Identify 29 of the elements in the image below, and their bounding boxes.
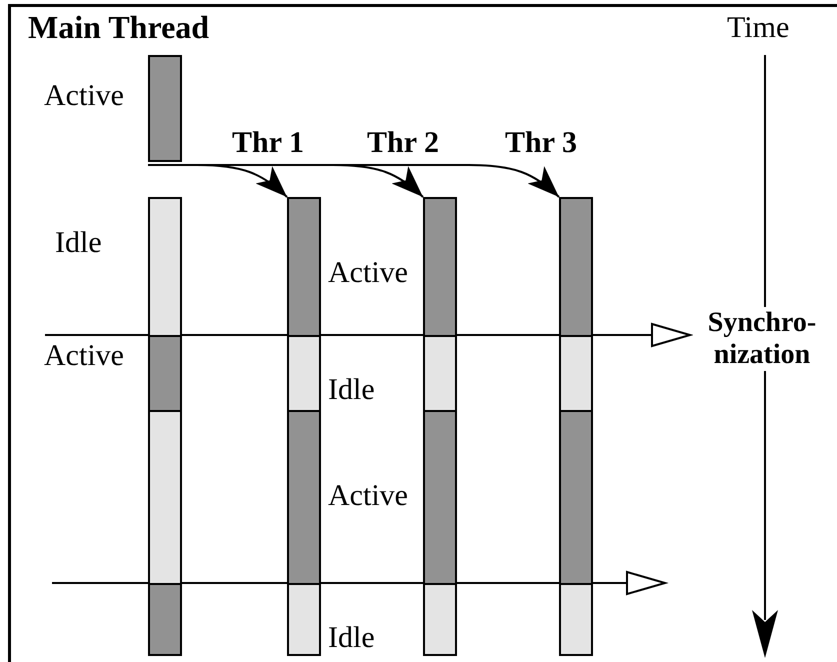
active-bar <box>423 197 457 337</box>
active-bar <box>148 583 182 656</box>
thread-label: Thr 2 <box>367 128 439 158</box>
heading: Main Thread <box>28 11 210 43</box>
state-label: Active <box>44 81 124 111</box>
state-label: Active <box>44 341 124 371</box>
active-bar <box>559 410 593 585</box>
idle-bar <box>559 583 593 656</box>
state-label: Active <box>328 481 408 511</box>
idle-bar <box>423 335 457 412</box>
idle-bar <box>148 197 182 337</box>
active-bar <box>148 335 182 412</box>
active-bar <box>423 410 457 585</box>
axis-label: Time <box>727 13 790 43</box>
state-label: Active <box>328 258 408 288</box>
state-label: Idle <box>328 623 375 653</box>
idle-bar <box>287 583 321 656</box>
idle-bar <box>423 583 457 656</box>
idle-bar <box>559 335 593 412</box>
idle-bar <box>148 410 182 585</box>
thread-label: Thr 3 <box>505 128 577 158</box>
idle-bar <box>287 335 321 412</box>
state-label: Idle <box>55 228 102 258</box>
active-bar <box>148 55 182 162</box>
active-bar <box>559 197 593 337</box>
active-bar <box>287 410 321 585</box>
thread-label: Thr 1 <box>232 128 304 158</box>
state-label: Idle <box>328 375 375 405</box>
active-bar <box>287 197 321 337</box>
